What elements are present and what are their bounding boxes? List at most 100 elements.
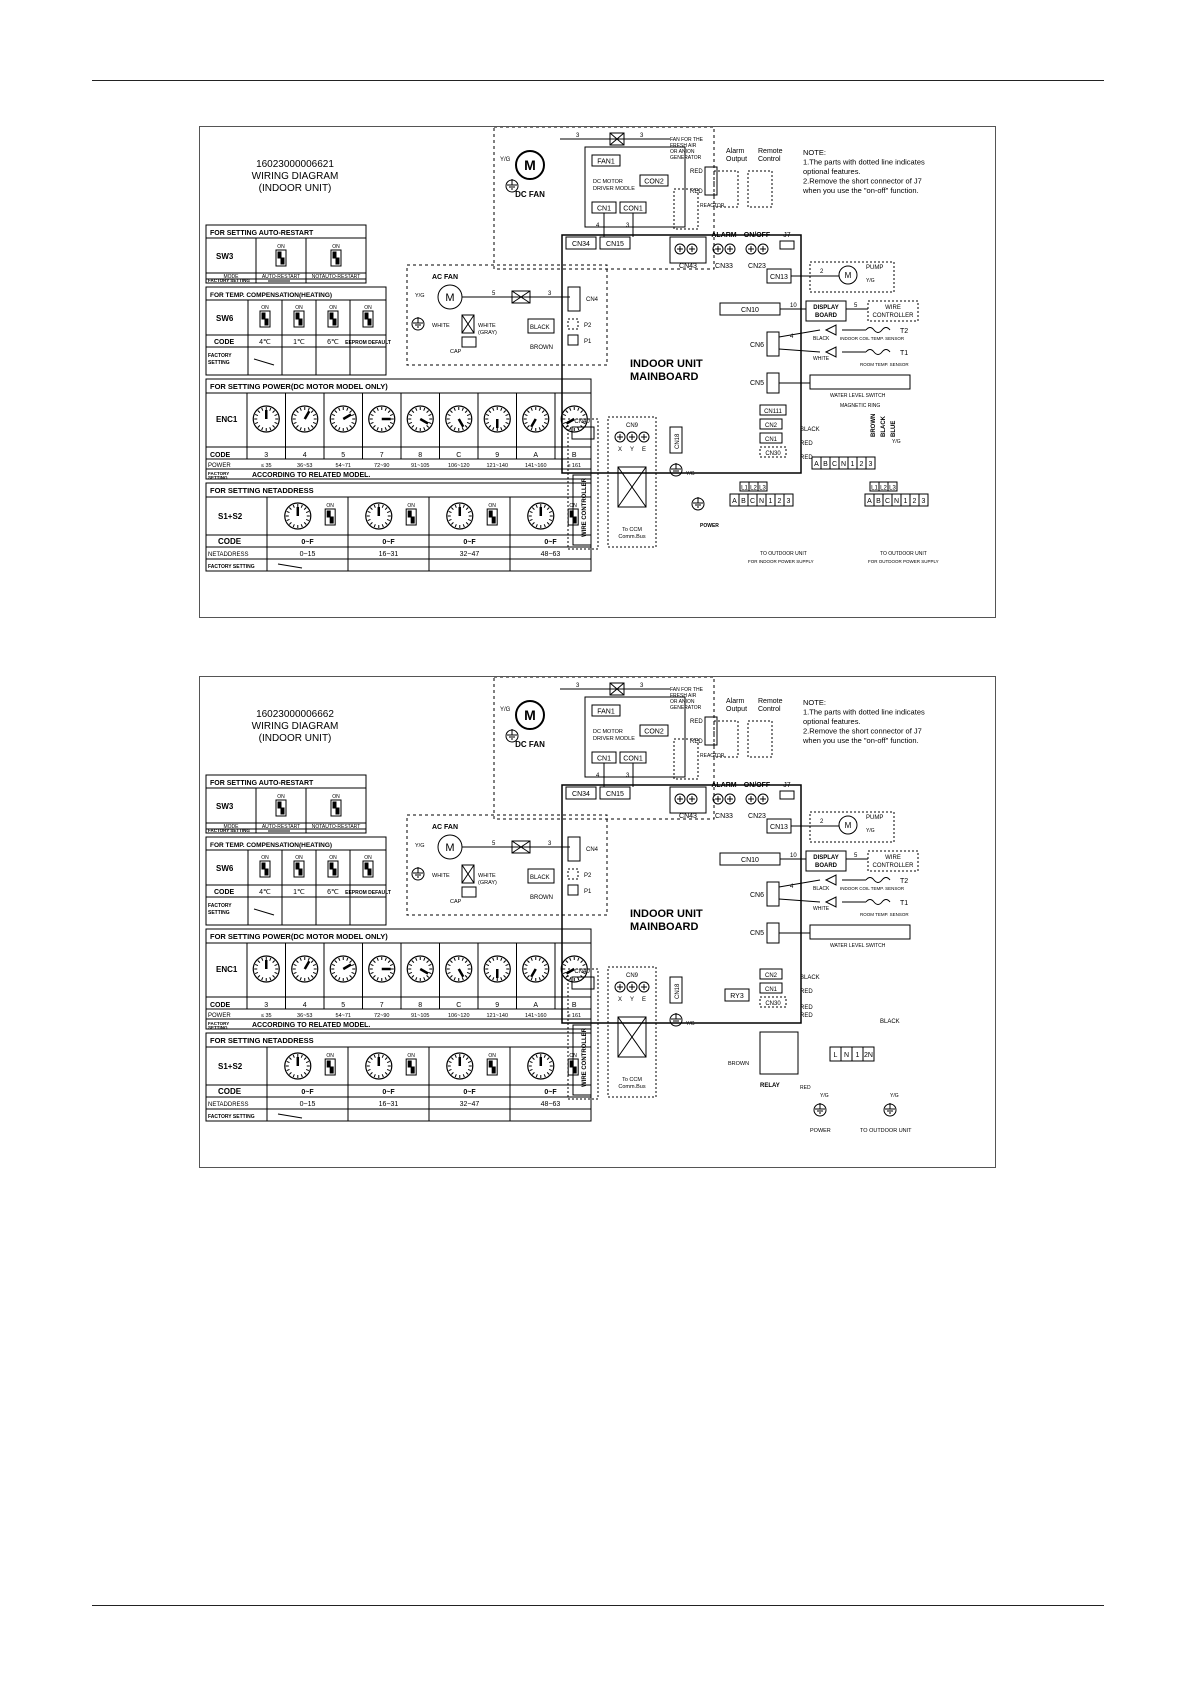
rotary-tick <box>529 518 533 522</box>
enc1-code: 3 <box>264 1002 268 1009</box>
mode-notauto: NOTAUTO-RESTART <box>312 274 361 280</box>
wire-count: 3 <box>548 291 552 297</box>
rotary-tick <box>389 963 394 967</box>
sw3-dip-1-lever <box>277 251 282 259</box>
terminal-block-label: A <box>732 498 737 505</box>
cn2-label: CN2 <box>765 423 778 429</box>
white-label: WHITE <box>813 356 830 362</box>
note-line: 2.Remove the short connector of J7 <box>803 177 922 186</box>
footer-rule <box>92 1605 1104 1606</box>
rotary-tick <box>274 421 278 425</box>
display-board-label: BOARD <box>815 313 838 319</box>
note-line: optional features. <box>803 167 861 176</box>
alarm-label: ALARM <box>711 232 736 239</box>
motor-letter: M <box>524 707 536 723</box>
rotary-tick <box>310 410 314 413</box>
rotary-switch-icon <box>252 955 280 983</box>
rotary-tick <box>531 1057 535 1060</box>
rotary-tick <box>269 957 272 961</box>
cn34-label: CN34 <box>572 791 590 798</box>
cn13-label: CN13 <box>770 824 788 831</box>
s2-on-label: ON <box>488 1053 496 1059</box>
rotary-tick <box>530 407 533 411</box>
rotary-tick <box>449 960 453 963</box>
temp-code: 4℃ <box>259 889 271 896</box>
room-sensor-label: ROOM TEMP. SENSOR <box>860 912 909 917</box>
s2-dip-body <box>405 1058 417 1076</box>
rotary-tick <box>529 510 533 514</box>
con2-box <box>639 174 669 187</box>
wire-count: 2 <box>820 819 824 825</box>
rotary-tick <box>462 1054 465 1058</box>
diagram-title-line: 16023000006662 <box>256 709 334 720</box>
s2-on-label: ON <box>326 503 334 509</box>
rotary-tick <box>500 957 503 961</box>
alarm-output-label: Alarm <box>726 698 744 705</box>
white-gray-label: (GRAY) <box>478 880 497 886</box>
wire-color-label: BLACK <box>881 415 887 437</box>
enc1-power: ≤ 35 <box>261 1013 272 1019</box>
terminal-block-label: 2N <box>864 1052 873 1059</box>
t2-label: T2 <box>900 328 908 335</box>
rotary-switch-icon <box>445 405 473 433</box>
cn43-frame <box>669 786 707 814</box>
rotary-tick <box>524 421 528 425</box>
terminal-block-label: C <box>750 498 755 505</box>
pump-label: PUMP <box>866 815 883 821</box>
rotary-tick <box>500 407 503 411</box>
net-code: 0~F <box>301 1089 314 1096</box>
sw3-dip-2-lever <box>335 807 340 815</box>
wire-controller-box <box>572 1024 592 1096</box>
filter-box <box>511 290 531 304</box>
onoff-label: ON/OFF <box>744 782 771 789</box>
sensor-coil <box>865 899 891 905</box>
cn1-box <box>759 982 783 994</box>
rotary-tick <box>338 977 341 981</box>
cn6-label: CN6 <box>750 342 764 349</box>
rotary-tick <box>373 1054 376 1058</box>
netaddress-label: NETADDRESS <box>208 552 249 558</box>
terminal-block-label: N <box>894 498 899 505</box>
s2-on-label: ON <box>407 1053 415 1059</box>
driver-label: DC MOTOR <box>593 729 623 735</box>
s1s2-label: S1+S2 <box>218 1062 243 1071</box>
factory-label: FACTORY <box>208 903 232 909</box>
rotary-tick <box>272 425 276 428</box>
con2-label: CON2 <box>644 179 664 186</box>
enc1-code: 4 <box>303 1002 307 1009</box>
con1-label: CON1 <box>623 206 643 213</box>
rotary-tick <box>295 960 299 963</box>
fan-fresh-box <box>673 188 699 230</box>
con2-label: CON2 <box>644 729 664 736</box>
sw3-dip-2-lever <box>332 251 337 259</box>
sw6-on-label: ON <box>295 855 303 861</box>
red-label: RED <box>690 739 703 745</box>
rotary-switch-icon <box>446 502 474 530</box>
rotary-tick <box>376 427 379 431</box>
factory-label: FACTORY <box>208 471 229 476</box>
rotary-tick <box>541 425 545 428</box>
rotary-tick <box>312 421 317 425</box>
temp-code: 6℃ <box>327 339 339 346</box>
sw3-dip-1-lever <box>280 807 285 815</box>
sensor-coil <box>865 349 891 355</box>
rotary-tick <box>447 971 451 975</box>
sw6-dip-lever <box>295 312 300 320</box>
xye-label: Y <box>630 997 634 1003</box>
rotary-tick <box>543 1074 546 1078</box>
sw6-dip-lever <box>264 318 269 326</box>
rotary-tick <box>288 522 292 525</box>
wire-count: 5 <box>492 841 496 847</box>
rotary-tick <box>367 1060 371 1064</box>
rotary-pointer <box>457 968 465 978</box>
rotary-tick <box>369 507 373 510</box>
cn34-box <box>565 236 597 250</box>
rotary-tick <box>569 977 572 981</box>
netaddress-header: FOR SETTING NETADDRESS <box>210 486 314 495</box>
rotary-tick <box>334 425 338 428</box>
wire-controller-label: CONTROLLER <box>872 863 914 869</box>
rotary-tick <box>543 1054 546 1058</box>
yg-label: Y/G <box>500 157 511 163</box>
cn43-frame <box>669 236 707 264</box>
mode-notauto: NOTAUTO-RESTART <box>312 824 361 830</box>
